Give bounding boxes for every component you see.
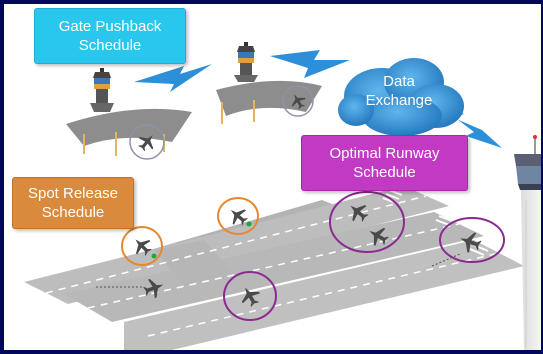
- rings: [121, 85, 505, 321]
- spot-ring: [217, 197, 259, 235]
- scene: [24, 42, 541, 350]
- control-tower-icon: [514, 135, 541, 350]
- runway-ring: [439, 217, 505, 263]
- diagram-panel: Gate Pushback Schedule Optimal Runway Sc…: [4, 4, 541, 350]
- gate-platform-left: [66, 108, 192, 156]
- spot-marker: [151, 253, 157, 259]
- gate-platform-right: [216, 80, 322, 124]
- runway-middle: [64, 212, 484, 322]
- gate-ring: [129, 124, 165, 160]
- spot-ring: [121, 226, 163, 266]
- lightning-bolt-icon: [270, 50, 350, 78]
- cloud-icon: [338, 58, 464, 136]
- spot-release-schedule-label: Spot Release Schedule: [12, 177, 134, 229]
- connector-taxiway: [154, 240, 234, 286]
- runway-lower: [124, 240, 524, 350]
- gate-pushback-schedule-label: Gate Pushback Schedule: [34, 8, 186, 64]
- optimal-runway-schedule-label: Optimal Runway Schedule: [301, 135, 468, 191]
- runway-ring: [223, 271, 277, 321]
- control-tower-icon: [90, 68, 114, 112]
- lightning-bolt-icon: [134, 64, 212, 92]
- landing-trail-right: [431, 253, 461, 267]
- control-tower-icon: [234, 42, 258, 82]
- spot-marker: [246, 221, 252, 227]
- gate-ring: [282, 85, 314, 117]
- data-exchange-label: Data Exchange: [365, 73, 433, 109]
- runway-ring: [329, 191, 405, 253]
- tarmac: [24, 186, 524, 350]
